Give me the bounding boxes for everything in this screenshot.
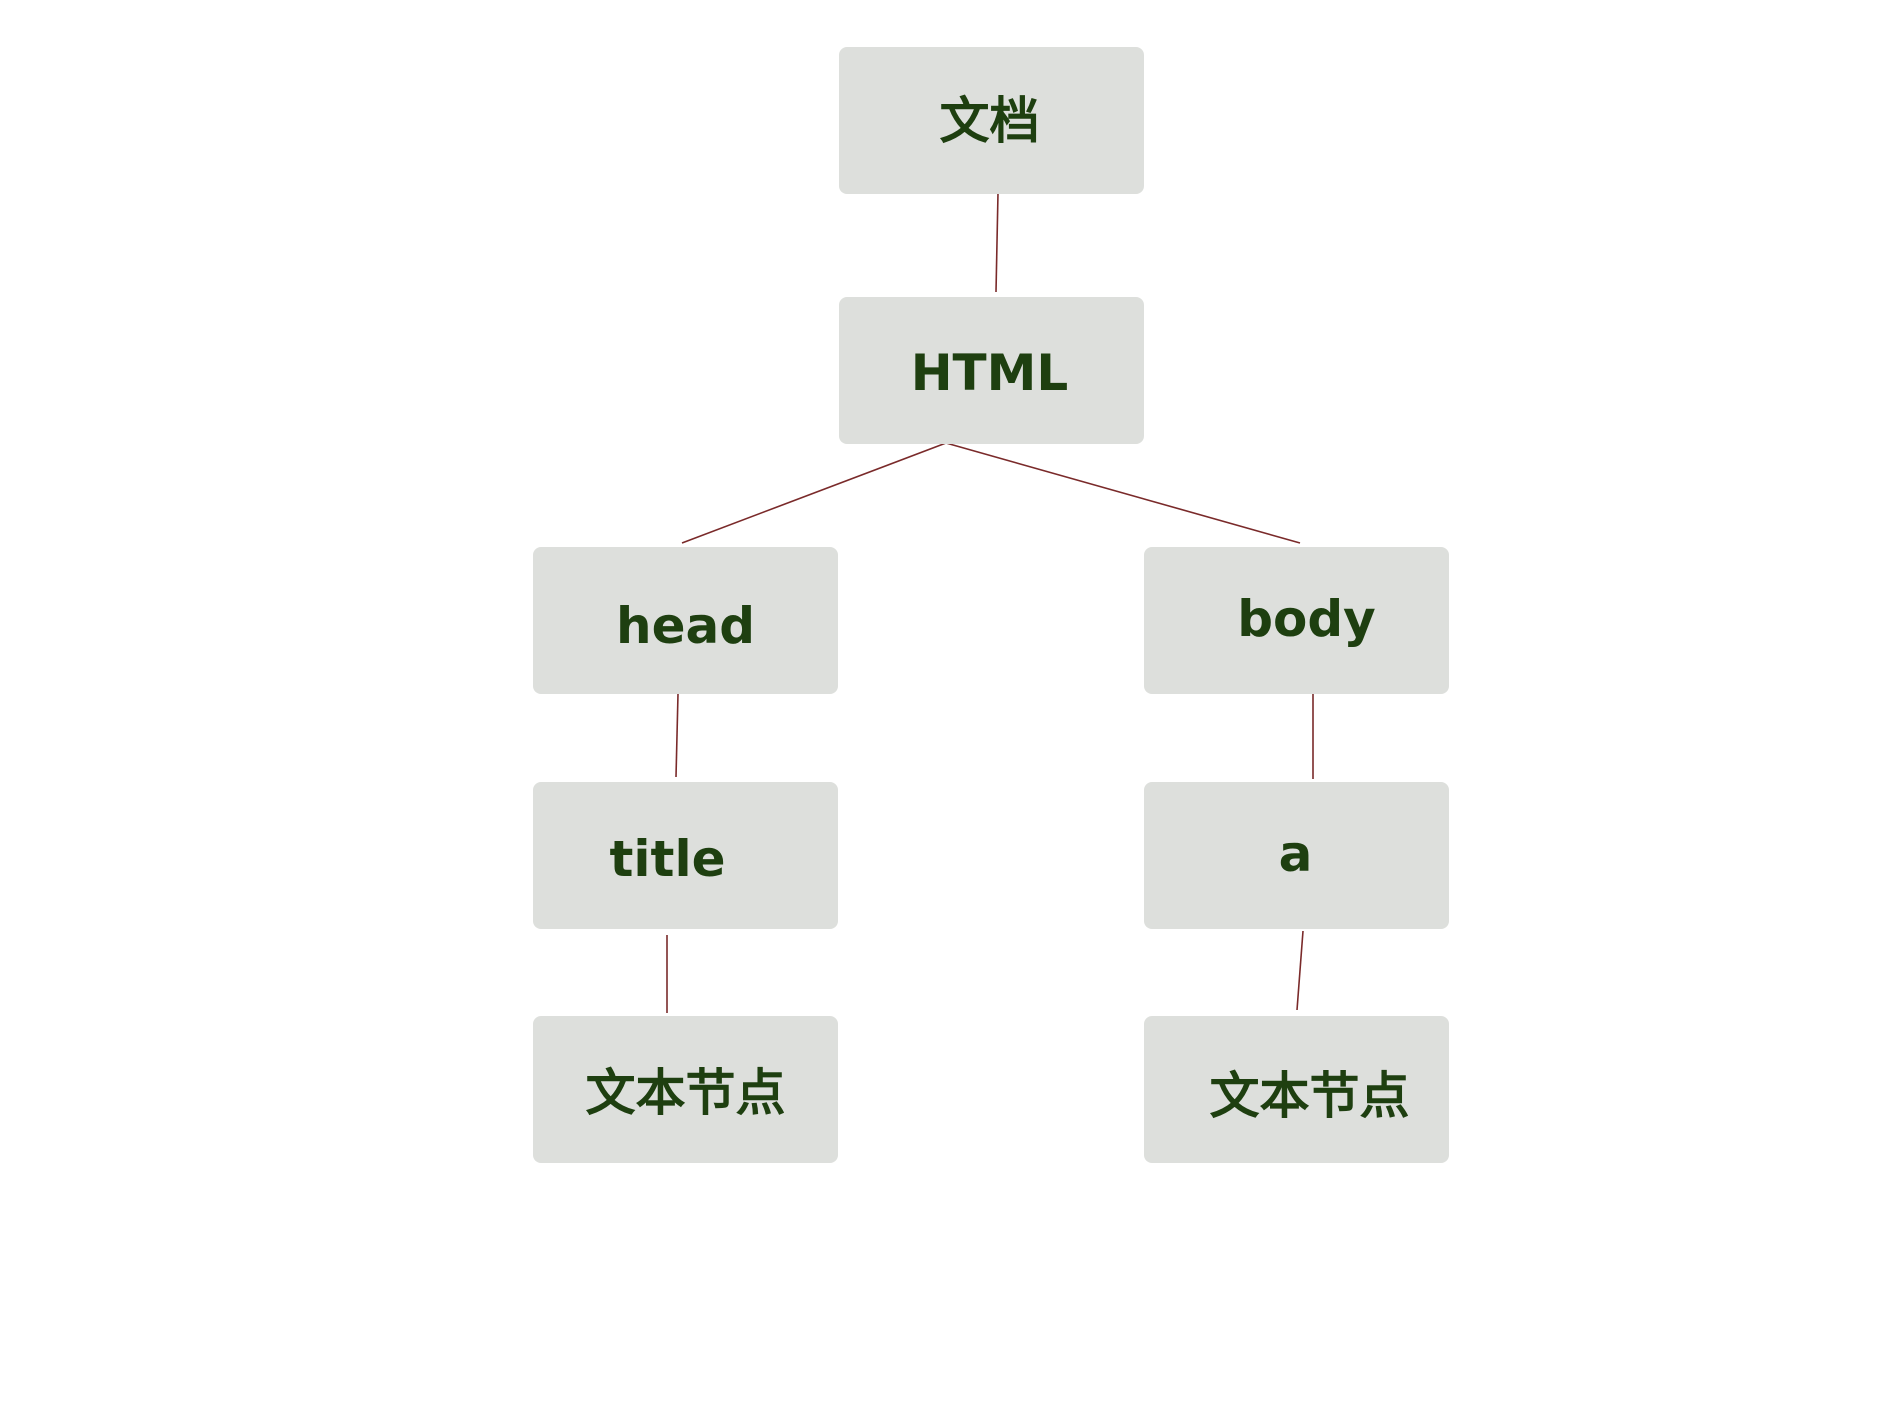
node-title-text: 文本节点 [533, 1016, 838, 1163]
node-document-label: 文档 [939, 91, 1040, 150]
node-head-label: head [615, 596, 756, 655]
node-document: 文档 [839, 47, 1144, 194]
node-html-label: HTML [910, 343, 1069, 402]
edge-document-html [995, 192, 999, 293]
node-html: HTML [839, 297, 1144, 444]
edge-html-head [681, 442, 947, 544]
edge-head-title [675, 693, 679, 778]
edge-html-body [945, 442, 1301, 544]
node-body-label: body [1237, 589, 1376, 648]
node-head: head [533, 547, 838, 694]
node-title-text-label: 文本节点 [585, 1063, 786, 1122]
node-title: title [533, 782, 838, 929]
node-title-label: title [609, 829, 726, 888]
node-a-text-label: 文本节点 [1209, 1066, 1410, 1125]
node-a-label: a [1278, 824, 1313, 883]
node-body: body [1144, 547, 1449, 694]
node-a: a [1144, 782, 1449, 929]
node-a-text: 文本节点 [1144, 1016, 1449, 1163]
edge-a-text [1296, 930, 1304, 1011]
